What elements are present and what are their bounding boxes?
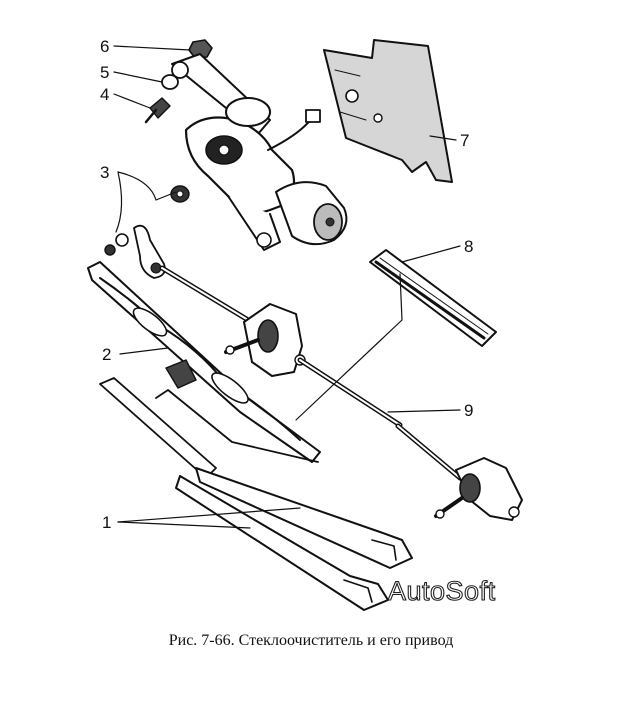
drive-linkage xyxy=(104,224,523,521)
callout-6: 6 xyxy=(100,37,109,56)
callout-3: 3 xyxy=(100,163,109,182)
wiper-blade xyxy=(87,261,321,463)
nut-washer-bolt xyxy=(144,39,213,124)
figure-caption: Рис. 7-66. Стеклоочиститель и его привод xyxy=(168,632,454,649)
callout-9: 9 xyxy=(464,401,473,420)
callout-4: 4 xyxy=(100,85,109,104)
leader-lines xyxy=(113,45,461,529)
wiper-motor xyxy=(170,53,348,251)
callout-labels: 1 2 3 4 5 6 7 8 9 xyxy=(100,37,473,532)
callout-7: 7 xyxy=(460,131,469,150)
callout-2: 2 xyxy=(102,345,111,364)
watermark: AutoSoft xyxy=(388,576,496,606)
callout-1: 1 xyxy=(102,513,111,532)
mounting-plate xyxy=(323,39,453,183)
wiper-arms xyxy=(99,377,413,611)
callout-5: 5 xyxy=(100,63,109,82)
rubber-blade xyxy=(369,249,497,347)
callout-8: 8 xyxy=(464,237,473,256)
